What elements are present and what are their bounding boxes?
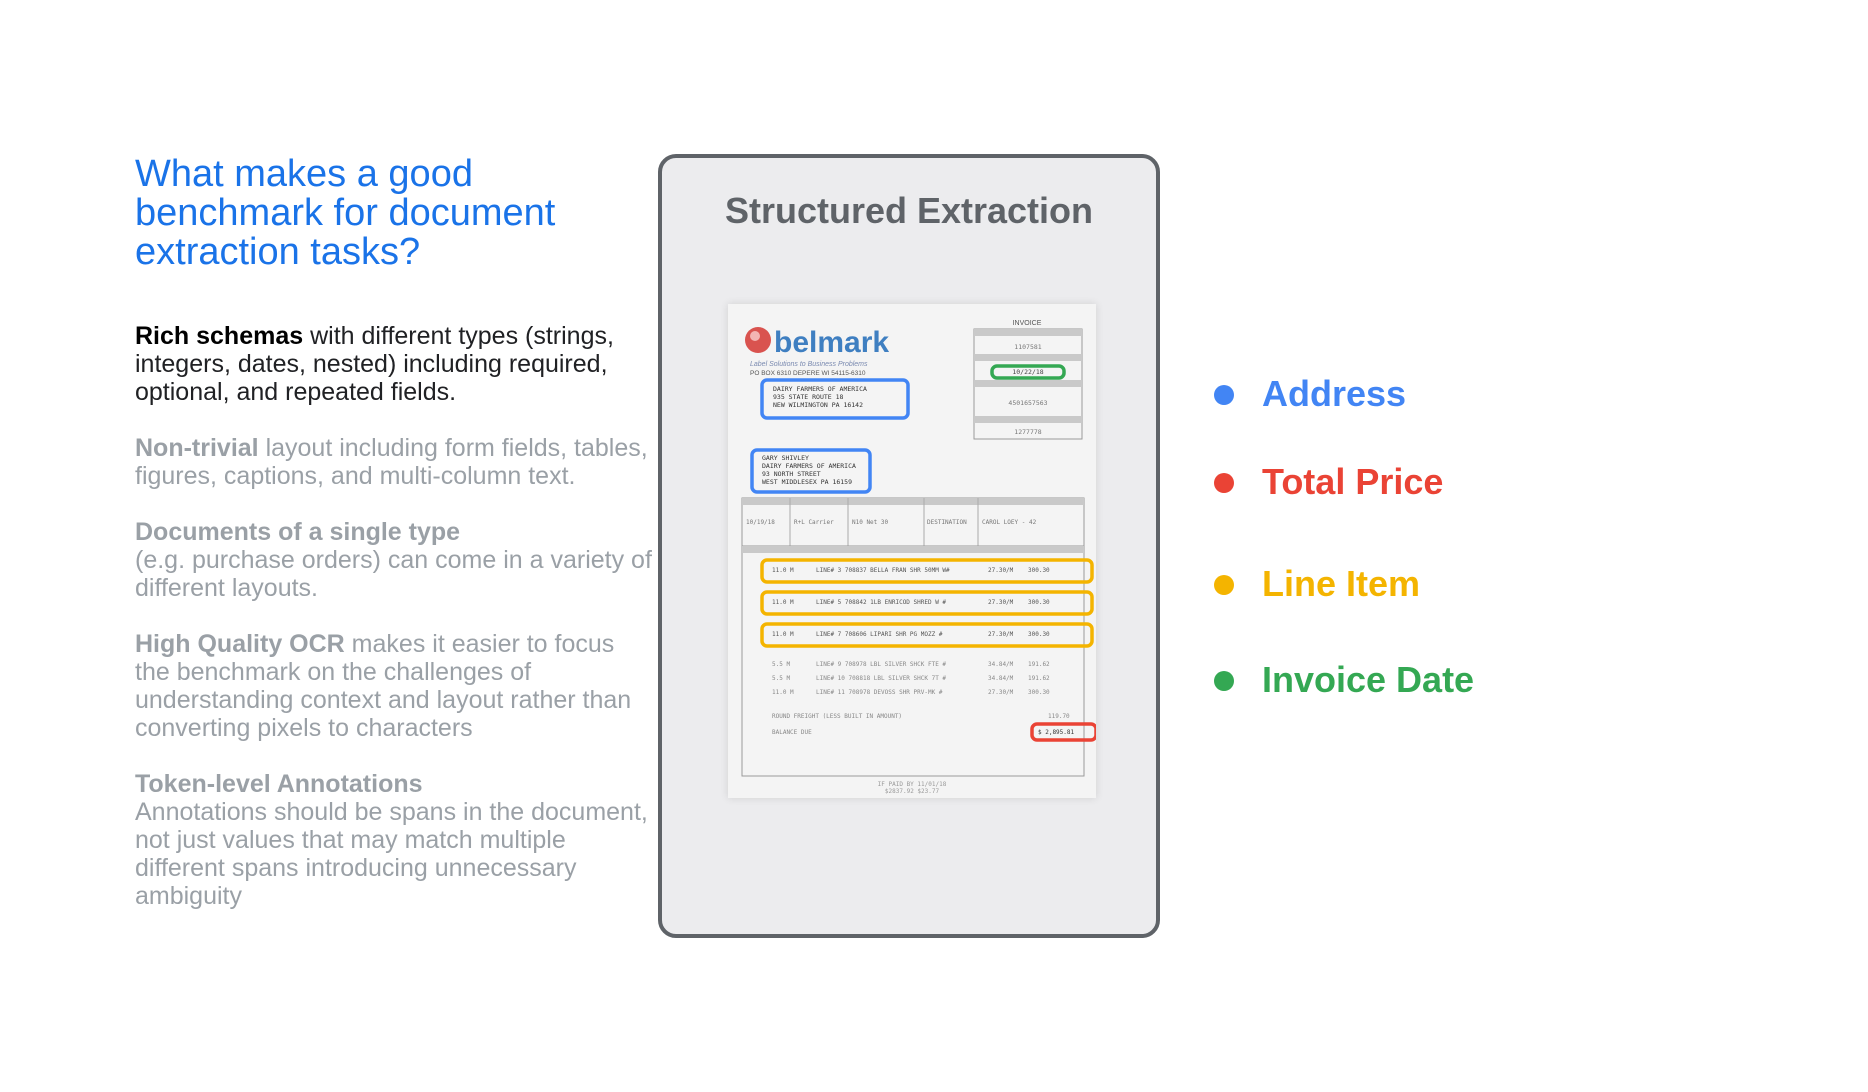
footer-line-2: $2837.92 $23.77 bbox=[885, 788, 940, 795]
item-qty: 11.0 M bbox=[772, 599, 794, 606]
total-amount: $ 2,895.81 bbox=[1038, 729, 1075, 736]
total-price-highlight bbox=[1030, 722, 1096, 742]
item-qty: 5.5 M bbox=[772, 661, 790, 668]
item-row: 11.0 M LINE# 3 708837 BELLA FRAN SHR 50M… bbox=[772, 567, 1050, 574]
remit-address: PO BOX 6310 DEPERE WI 54115-6310 bbox=[750, 370, 866, 377]
callout-address: Address bbox=[1262, 373, 1407, 414]
line-item-highlight bbox=[760, 558, 1094, 584]
invoice-number: 1107581 bbox=[1014, 343, 1041, 351]
customer-box-header bbox=[974, 380, 1082, 387]
item-desc: LINE# 11 708978 DEVOSS SHR PRV-MK # bbox=[816, 689, 943, 696]
item-desc: LINE# 5 708842 1LB ENRICOD SHRED W # bbox=[816, 599, 946, 606]
job-box-header bbox=[974, 416, 1082, 423]
item-amount: 300.30 bbox=[1028, 631, 1050, 638]
balance-label: BALANCE DUE bbox=[772, 729, 812, 736]
item-amount: 300.30 bbox=[1028, 567, 1050, 574]
item-amount: 191.62 bbox=[1028, 661, 1050, 668]
ship-fob: DESTINATION bbox=[927, 519, 967, 526]
item-desc: LINE# 7 708606 LIPARI SHR PG MOZZ # bbox=[816, 631, 943, 638]
ship-rep: CAROL LOEY - 42 bbox=[982, 519, 1037, 526]
criteria-non-trivial-layout: Non-trivial layout including form fields… bbox=[135, 434, 648, 490]
ship-line-3: 93 NORTH STREET bbox=[762, 470, 821, 478]
ship-line-4: WEST MIDDLESEX PA 16159 bbox=[762, 478, 852, 486]
benchmark-criteria-list: Rich schemas with different types (strin… bbox=[135, 322, 655, 938]
job-number: 1277778 bbox=[1014, 428, 1041, 436]
item-amount: 191.62 bbox=[1028, 675, 1050, 682]
brand-tagline: Label Solutions to Business Problems bbox=[750, 361, 868, 368]
invoice-svg: belmark Label Solutions to Business Prob… bbox=[741, 320, 1096, 795]
to-line-2: 935 STATE ROUTE 18 bbox=[773, 393, 844, 401]
line-item-highlight bbox=[760, 622, 1094, 648]
item-desc: LINE# 10 708818 LBL SILVER SHCK 7T # bbox=[816, 675, 946, 682]
invoice-date: 10/22/18 bbox=[1012, 368, 1043, 376]
address-highlight-to bbox=[760, 378, 910, 420]
address-dot-icon bbox=[1214, 385, 1234, 405]
callout-line-item: Line Item bbox=[1262, 563, 1421, 604]
item-row: 5.5 M LINE# 10 708818 LBL SILVER SHCK 7T… bbox=[772, 675, 1050, 682]
ship-terms: N10 Net 30 bbox=[852, 519, 889, 526]
item-row: 11.0 M LINE# 11 708978 DEVOSS SHR PRV-MK… bbox=[772, 689, 1050, 696]
shipping-table-header bbox=[742, 498, 1084, 505]
item-row: 11.0 M LINE# 7 708606 LIPARI SHR PG MOZZ… bbox=[772, 631, 1050, 638]
callout-invoice-date: Invoice Date bbox=[1262, 659, 1475, 700]
criteria-high-quality-ocr: High Quality OCR makes it easier to focu… bbox=[135, 630, 632, 742]
ship-via: R+L Carrier bbox=[794, 519, 834, 526]
to-line-1: DAIRY FARMERS OF AMERICA bbox=[773, 385, 867, 393]
invoice-date-dot-icon bbox=[1214, 671, 1234, 691]
item-amount: 300.30 bbox=[1028, 599, 1050, 606]
item-amount: 300.30 bbox=[1028, 689, 1050, 696]
item-price: 34.84/M bbox=[988, 675, 1014, 682]
item-qty: 11.0 M bbox=[772, 567, 794, 574]
item-price: 27.30/M bbox=[988, 599, 1014, 606]
item-price: 34.84/M bbox=[988, 661, 1014, 668]
item-desc: LINE# 9 708978 LBL SILVER SHCK FTE # bbox=[816, 661, 946, 668]
invoice-heading: INVOICE bbox=[1013, 320, 1042, 327]
item-qty: 11.0 M bbox=[772, 689, 794, 696]
footer-line-1: IF PAID BY 11/01/18 bbox=[878, 781, 947, 788]
item-price: 27.30/M bbox=[988, 631, 1014, 638]
item-row: 5.5 M LINE# 9 708978 LBL SILVER SHCK FTE… bbox=[772, 661, 1050, 668]
freight-label: ROUND FREIGHT (LESS BUILT IN AMOUNT) bbox=[772, 713, 902, 720]
criteria-single-type: Documents of a single type(e.g. purchase… bbox=[135, 518, 652, 602]
panel-title: Structured Extraction bbox=[724, 190, 1094, 231]
ship-date: 10/19/18 bbox=[746, 519, 775, 526]
item-desc: LINE# 3 708837 BELLA FRAN SHR 50MM W# bbox=[816, 567, 950, 574]
total-price-dot-icon bbox=[1214, 473, 1234, 493]
criteria-rich-schemas: Rich schemas with different types (strin… bbox=[135, 322, 614, 406]
invoice-date-highlight bbox=[990, 364, 1066, 380]
logo-highlight bbox=[750, 331, 760, 341]
item-row: 11.0 M LINE# 5 708842 1LB ENRICOD SHRED … bbox=[772, 599, 1050, 606]
brand-name: belmark bbox=[774, 326, 889, 359]
to-line-3: NEW WILMINGTON PA 16142 bbox=[773, 401, 863, 409]
items-table-header bbox=[742, 546, 1084, 553]
freight-amount: 119.70 bbox=[1048, 713, 1070, 720]
ship-line-1: GARY SHIVLEY bbox=[762, 454, 809, 462]
invoice-box-header bbox=[974, 329, 1082, 336]
invoice-document: belmark Label Solutions to Business Prob… bbox=[728, 304, 1096, 798]
item-qty: 5.5 M bbox=[772, 675, 790, 682]
customer-number: 4501657563 bbox=[1008, 399, 1047, 407]
address-highlight-ship bbox=[750, 448, 872, 494]
date-box-header bbox=[974, 354, 1082, 361]
item-price: 27.30/M bbox=[988, 689, 1014, 696]
line-item-dot-icon bbox=[1214, 575, 1234, 595]
item-price: 27.30/M bbox=[988, 567, 1014, 574]
line-item-highlight bbox=[760, 590, 1094, 616]
item-qty: 11.0 M bbox=[772, 631, 794, 638]
structured-extraction-panel: Structured Extraction belmark Label Solu… bbox=[658, 154, 1160, 938]
callout-total-price: Total Price bbox=[1262, 461, 1444, 502]
page-title: What makes a good benchmark for document… bbox=[135, 153, 556, 273]
ship-line-2: DAIRY FARMERS OF AMERICA bbox=[762, 462, 856, 470]
